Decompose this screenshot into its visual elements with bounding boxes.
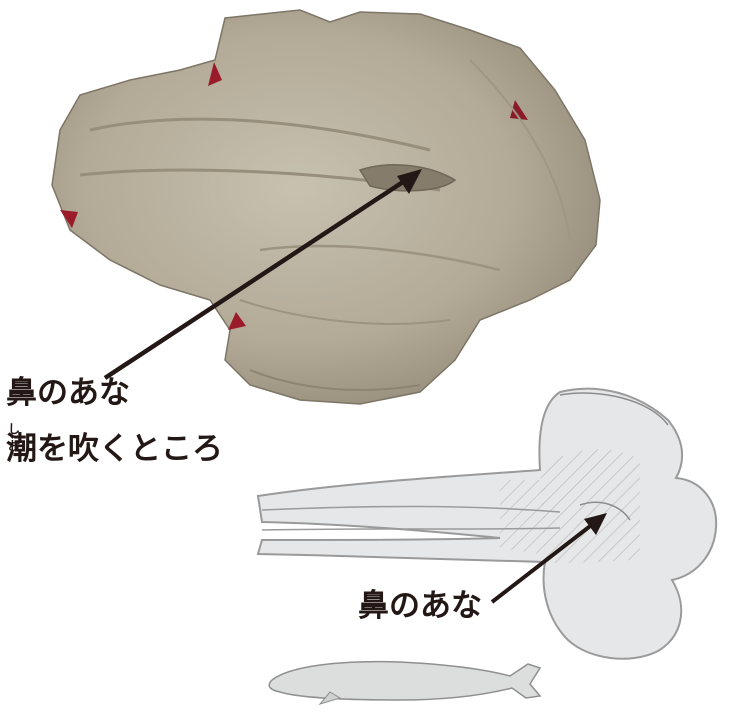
- whale-skull-drawing: [258, 389, 716, 659]
- fossil-skull-photo: [52, 10, 600, 404]
- blowhole-label-top: 鼻のあな: [6, 378, 130, 409]
- blowhole-label-bottom: 鼻のあな: [358, 591, 482, 622]
- spout-place-label: 潮を吹くところ: [6, 434, 223, 465]
- whale-silhouette: [269, 662, 540, 704]
